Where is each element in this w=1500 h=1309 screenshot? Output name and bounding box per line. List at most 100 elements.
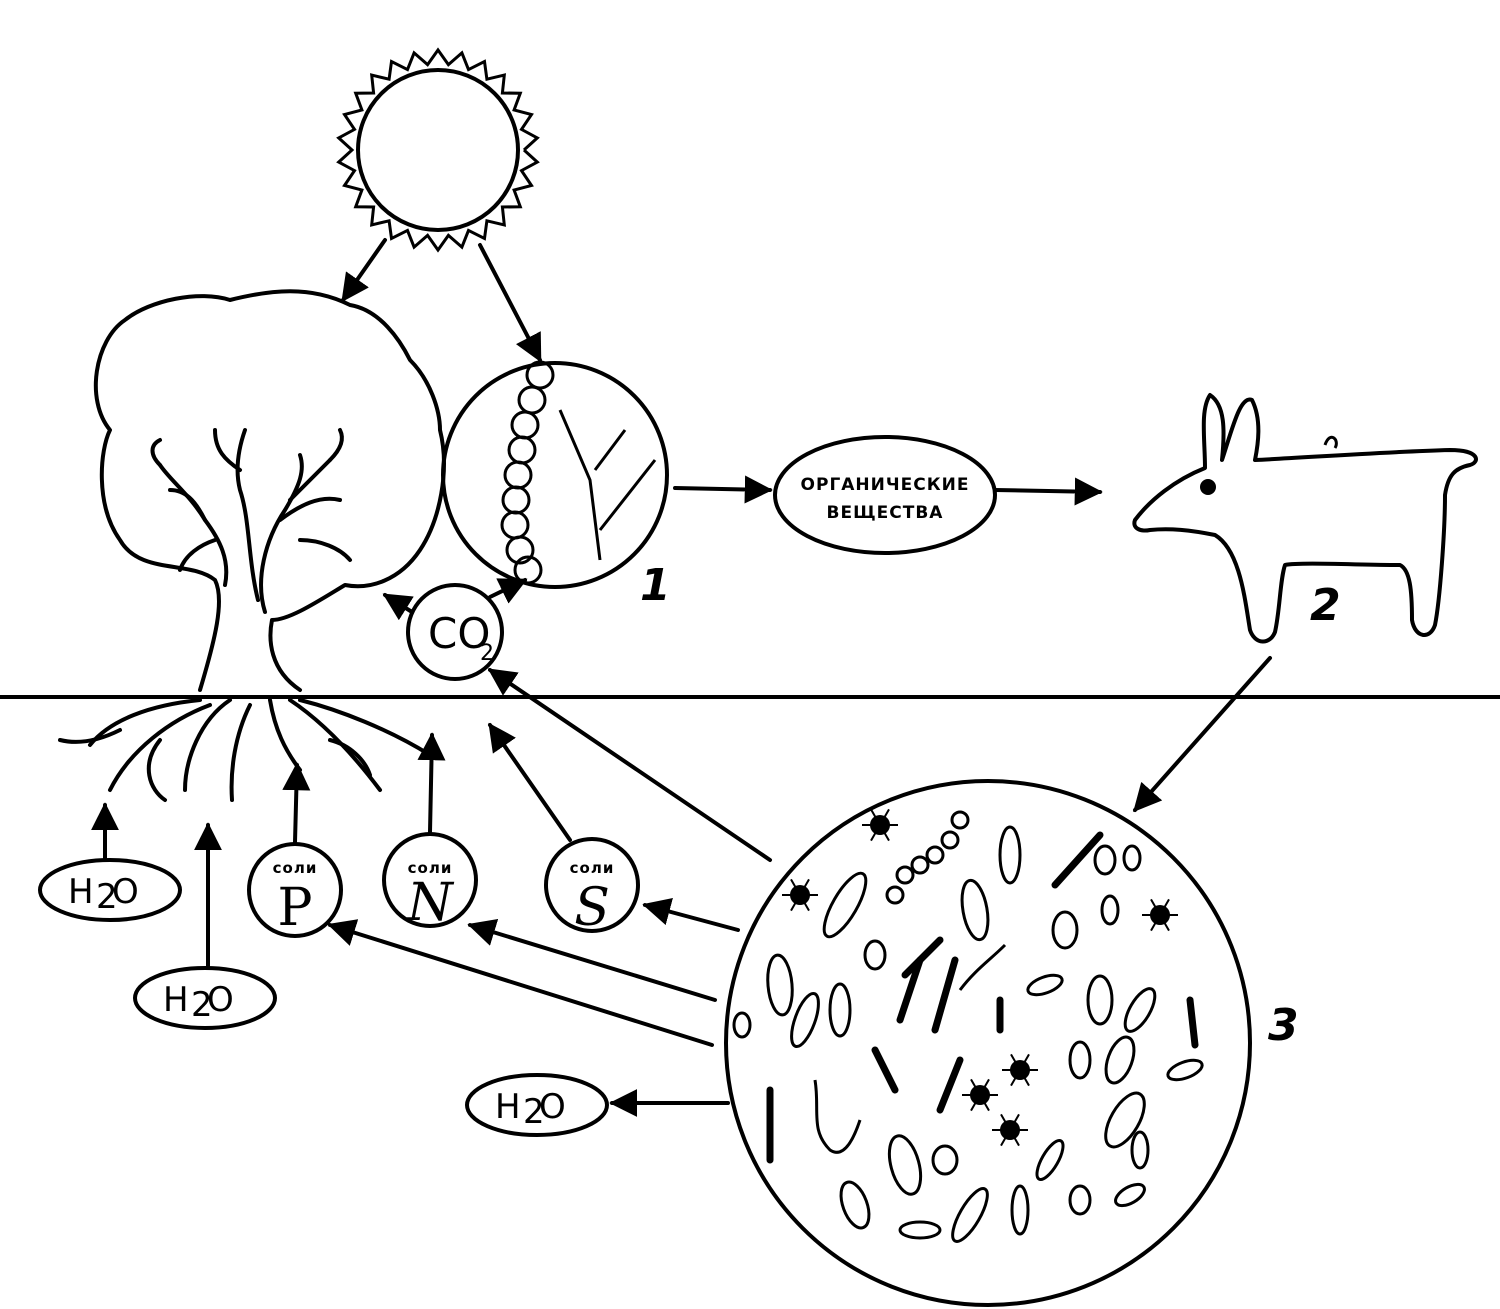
water-ellipse-1 <box>38 858 182 922</box>
microbe-bead <box>895 865 915 885</box>
microbes-circle <box>724 779 1252 1307</box>
sun-to-tree-arrow <box>341 238 387 303</box>
microbes-to-s-arrow <box>642 898 740 932</box>
microbe-rod <box>871 1046 899 1094</box>
p-to-roots-arrow <box>282 762 311 844</box>
microbe-cell <box>1051 910 1079 950</box>
co2-to-tree-arrow <box>382 593 414 621</box>
microbe-cell <box>887 1134 923 1196</box>
microbes-to-co2-arrow <box>487 668 772 862</box>
microbe-cell <box>1026 973 1064 997</box>
organic-to-animal-arrow <box>993 477 1103 506</box>
microbe-bug-leg <box>1150 898 1161 916</box>
s-up-arrow <box>488 722 572 842</box>
microbe-cell <box>1122 844 1142 872</box>
algae-cell <box>505 535 535 565</box>
water-label-2: H 2 O <box>163 980 234 1025</box>
microbe-bug-leg <box>879 808 890 826</box>
microbe-bug-leg <box>790 894 801 912</box>
salt-s-circle <box>544 837 640 933</box>
algae-circle <box>441 360 669 589</box>
microbe-bug-leg <box>1159 898 1170 916</box>
microbe-filament <box>813 1079 862 1154</box>
water-2-h: H <box>163 980 189 1020</box>
marker-1: 1 <box>640 560 671 611</box>
salt-n-letter: N <box>405 873 454 933</box>
microbe-cell <box>766 953 794 1017</box>
salt-s-caption: соли <box>570 859 615 877</box>
microbe-cell <box>839 1180 871 1230</box>
microbe-rod <box>1186 996 1199 1049</box>
microbe-bug-leg <box>1150 914 1161 932</box>
microbe-bead <box>910 855 930 875</box>
salt-p-caption: соли <box>273 859 318 877</box>
salt-s-letter: S <box>574 878 610 938</box>
animal-to-microbes-arrow <box>1133 656 1272 813</box>
sun-to-algae-arrow <box>478 243 542 363</box>
microbe-bead <box>885 885 905 905</box>
microbe-bead <box>940 830 960 850</box>
n-to-roots-arrow <box>417 732 446 834</box>
water-3-o: O <box>539 1087 566 1127</box>
microbe-rod <box>936 1056 964 1114</box>
microbe-bug-leg <box>790 878 801 896</box>
microbe-cell <box>1104 1035 1136 1085</box>
water-3-h: H <box>495 1087 521 1127</box>
microbes-to-p-arrow <box>327 919 714 1047</box>
co2-subscript: 2 <box>480 641 494 666</box>
microbe-cell <box>931 1144 959 1176</box>
microbe-bug-leg <box>1019 1053 1030 1071</box>
water-2-sub: 2 <box>191 985 213 1025</box>
water-label-1: H 2 O <box>68 872 139 917</box>
microbe-bug-leg <box>979 1094 990 1112</box>
microbe-cell <box>1035 1139 1065 1181</box>
microbe-cell <box>1100 894 1120 926</box>
microbe-bead <box>925 845 945 865</box>
water-ellipse-3 <box>465 1073 609 1137</box>
microbe-cell <box>863 939 887 971</box>
microbe-cell <box>1123 987 1157 1033</box>
microbe-bug-leg <box>970 1094 981 1112</box>
microbe-cell <box>1010 1184 1030 1236</box>
microbe-cell <box>1086 974 1114 1026</box>
marker-2: 2 <box>1310 580 1341 631</box>
microbe-cell <box>951 1187 989 1243</box>
water-1-h: H <box>68 872 94 912</box>
organic-label-line1: ОРГАНИЧЕСКИЕ <box>801 475 970 495</box>
co2-to-algae-arrow <box>488 578 528 604</box>
water-1-o: O <box>112 872 139 912</box>
algae-cell <box>503 460 533 490</box>
microbe-filament <box>958 943 1007 991</box>
water-label-3: H 2 O <box>495 1087 566 1132</box>
microbe-cell <box>960 878 990 942</box>
microbe-bug-leg <box>1159 914 1170 932</box>
microbe-rod <box>901 936 944 979</box>
algae-cell <box>517 385 547 415</box>
water-1-sub: 2 <box>96 877 118 917</box>
sun-icon <box>336 47 540 253</box>
co2-circle <box>406 583 504 681</box>
microbe-rod <box>1051 831 1104 889</box>
animal-icon <box>1132 393 1478 644</box>
microbes-to-n-arrow <box>467 918 717 1002</box>
microbe-rod <box>896 956 924 1024</box>
co2-label: CO <box>428 609 490 658</box>
microbe-bead <box>950 810 970 830</box>
roots-icon <box>58 698 432 802</box>
algae-cell <box>501 485 531 515</box>
algae-to-organic-arrow <box>673 475 773 504</box>
microbe-bug-leg <box>1010 1053 1021 1071</box>
microbe-bug-leg <box>1010 1069 1021 1087</box>
microbe-cell <box>998 825 1022 885</box>
salt-n-caption: соли <box>408 859 453 877</box>
water-3-sub: 2 <box>523 1092 545 1132</box>
microbe-cell <box>898 1220 942 1240</box>
microbe-cell <box>1166 1058 1204 1082</box>
microbe-cell <box>1104 1091 1146 1149</box>
microbe-bug-leg <box>870 824 881 842</box>
salt-p-letter: P <box>278 878 313 938</box>
microbe-bug-leg <box>870 808 881 826</box>
microbe-cell <box>1068 1184 1092 1216</box>
